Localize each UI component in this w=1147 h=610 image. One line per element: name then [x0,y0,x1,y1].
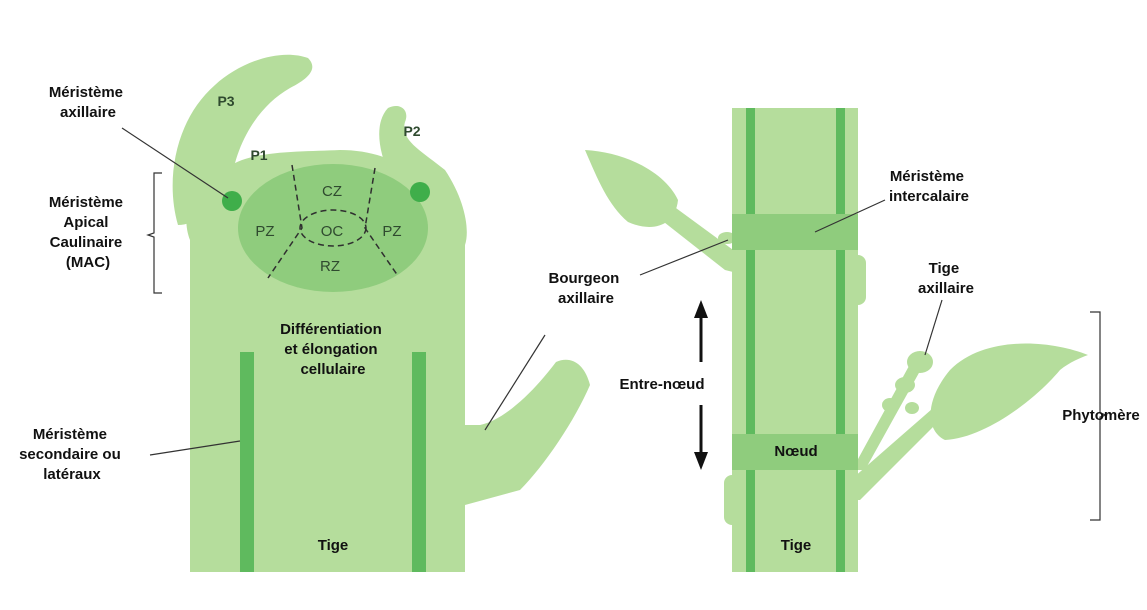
leader-tige-axillaire [925,300,942,355]
vascular-strand-right [412,352,426,572]
upper-leaf-blade [585,150,678,227]
zone-cz: CZ [322,183,342,200]
label-p1: P1 [250,147,267,163]
axillary-shoot-knob-1 [907,351,933,373]
label-p2: P2 [403,123,420,139]
axillary-shoot-knob-3 [882,398,898,412]
label-mac: Méristème Apical Caulinaire (MAC) [49,194,127,271]
label-meristeme-intercalaire: Méristème intercalaire [889,168,969,205]
left-stem-group [173,55,590,572]
right-stem-bulge-upper [848,255,866,305]
label-phytomere: Phytomère [1062,407,1140,424]
axillary-shoot-knob-2 [895,377,915,393]
lower-leaf-blade [931,344,1088,440]
label-entre-noeud: Entre-nœud [620,376,705,393]
axillary-shoot-knob-4 [905,402,919,414]
label-meristeme-secondaire: Méristème secondaire ou latéraux [19,426,125,483]
label-noeud: Nœud [774,443,817,460]
zone-rz: RZ [320,258,340,275]
label-p3: P3 [217,93,234,109]
lower-leaf-petiole [845,402,950,500]
label-tige-left: Tige [318,537,349,554]
right-vascular-strand-right [836,108,845,572]
right-vascular-strand-left [746,108,755,572]
axillary-meristem-dot-left [222,191,242,211]
label-tige-right: Tige [781,537,812,554]
right-stem-group [585,108,1088,572]
label-meristeme-axillaire: Méristème axillaire [49,84,127,121]
zone-pz-left: PZ [255,223,274,240]
mac-bracket [148,173,162,293]
intercalary-meristem-band [732,214,858,250]
label-bourgeon: Bourgeon axillaire [549,270,624,307]
right-stem-bulge-lower [724,475,742,525]
vascular-strand-left [240,352,254,572]
axillary-meristem-dot-right [410,182,430,202]
zone-oc: OC [321,223,344,240]
zone-pz-right: PZ [382,223,401,240]
label-tige-axillaire: Tige axillaire [918,260,974,297]
